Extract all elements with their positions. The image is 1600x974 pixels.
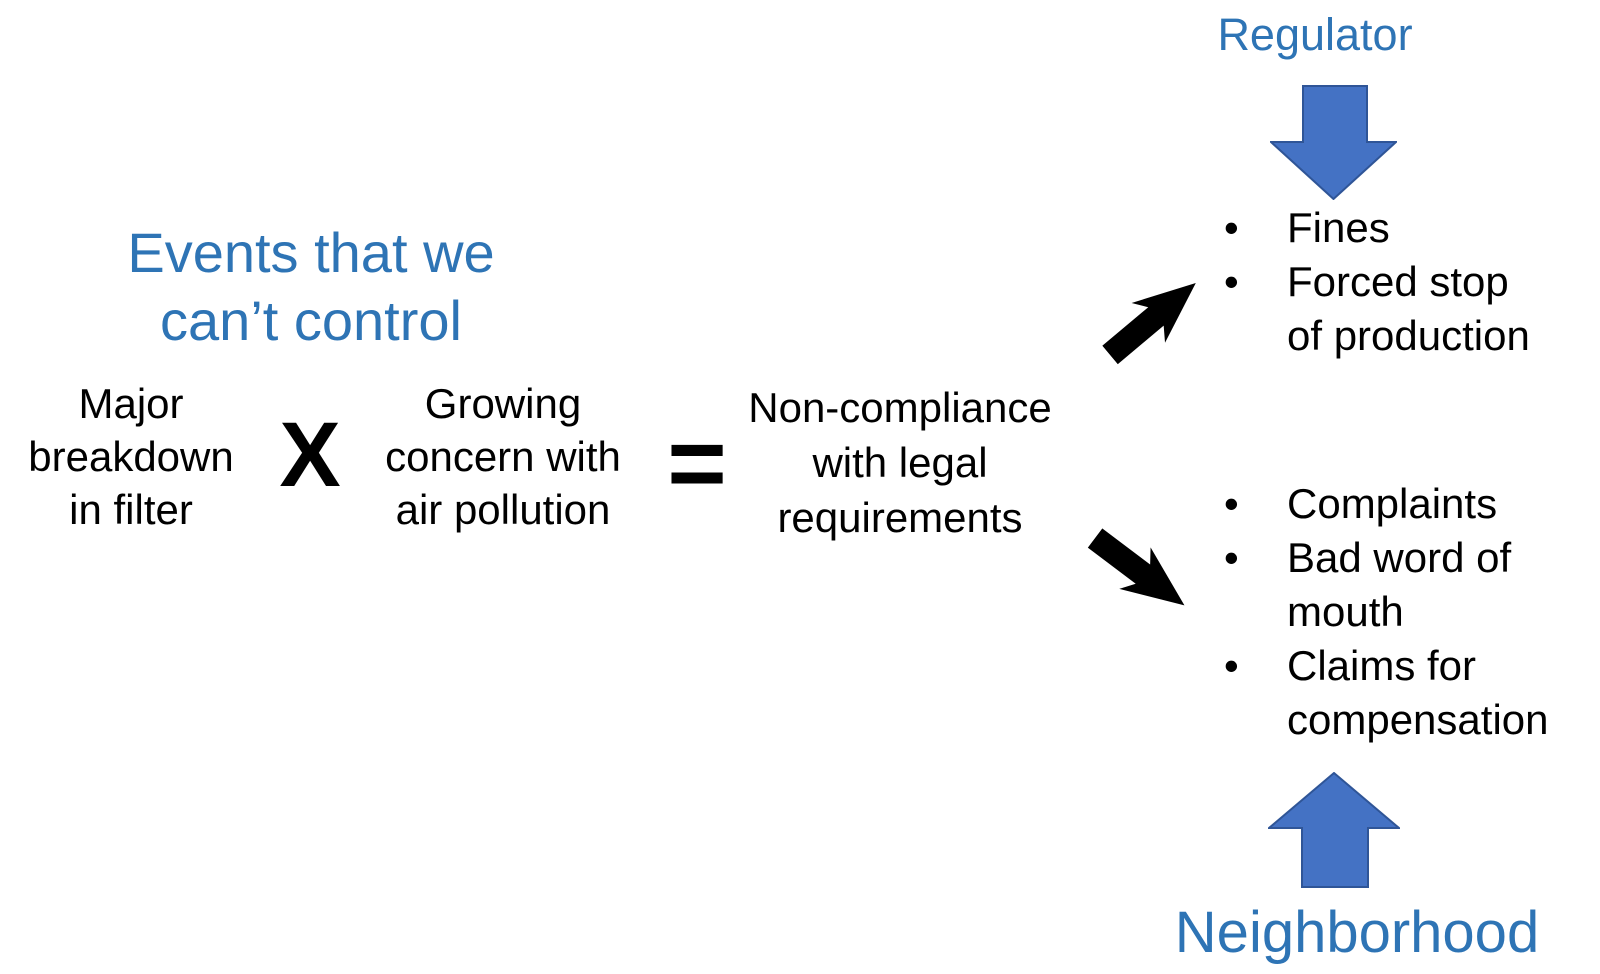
list-item-label: Fines	[1287, 204, 1390, 251]
regulator-consequences-list: • Fines • Forced stop of production	[1224, 201, 1564, 363]
bullet-icon: •	[1224, 534, 1239, 581]
list-item: • Claims for compensation	[1224, 639, 1564, 747]
factor-growing-concern: Growing concern with air pollution	[385, 380, 621, 533]
factor-major-breakdown: Major breakdown in filter	[28, 380, 234, 533]
list-item: • Forced stop of production	[1224, 255, 1564, 363]
list-item-label: Complaints	[1287, 480, 1498, 527]
bullet-icon: •	[1224, 480, 1239, 527]
neighborhood-label: Neighborhood	[1174, 900, 1540, 965]
list-item-label: Claims for compensation	[1287, 642, 1549, 743]
regulator-label: Regulator	[1217, 9, 1413, 60]
arrow-to-regulator-icon	[1091, 261, 1214, 377]
list-item: • Complaints	[1224, 477, 1564, 531]
arrow-to-neighborhood-icon	[1078, 515, 1202, 629]
equals-operator: =	[667, 405, 727, 520]
list-item: • Fines	[1224, 201, 1564, 255]
neighborhood-consequences-list: • Complaints • Bad word of mouth • Claim…	[1224, 477, 1564, 747]
result-non-compliance: Non-compliance with legal requirements	[748, 384, 1052, 541]
list-item-label: Forced stop of production	[1287, 258, 1530, 359]
neighborhood-up-block-arrow-icon	[1266, 771, 1402, 888]
bullet-icon: •	[1224, 258, 1239, 305]
list-item-label: Bad word of mouth	[1287, 534, 1512, 635]
list-item: • Bad word of mouth	[1224, 531, 1564, 639]
bullet-icon: •	[1224, 204, 1239, 251]
bullet-icon: •	[1224, 642, 1239, 689]
regulator-down-block-arrow-icon	[1268, 85, 1399, 201]
multiply-operator: X	[279, 404, 341, 506]
events-uncontrollable-title: Events that we can’t control	[127, 221, 495, 352]
